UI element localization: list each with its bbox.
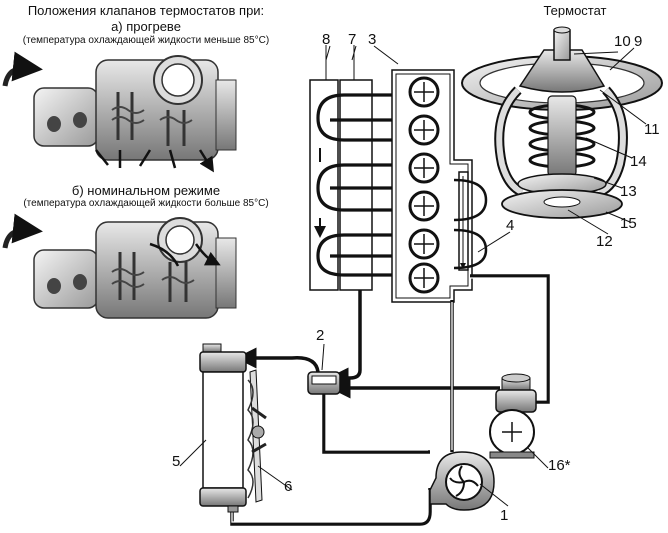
- mode-b-title: б) номинальном режиме: [71, 183, 221, 198]
- label-thermostat-valve: 2: [316, 327, 324, 344]
- radiator: [199, 343, 247, 513]
- label-th-10: 10: [614, 33, 631, 50]
- mode-a-note: (температура охлаждающей жидкости меньше…: [22, 35, 270, 46]
- label-radiator: 5: [172, 453, 180, 470]
- fan: [247, 369, 267, 503]
- label-th-15: 15: [620, 215, 637, 232]
- label-th-12: 12: [596, 233, 613, 250]
- coolant-piping: [230, 274, 550, 526]
- leader-lines: [179, 45, 647, 507]
- engine-block: [391, 69, 488, 303]
- label-pump: 1: [500, 507, 508, 524]
- label-engine-block: 3: [368, 31, 376, 48]
- label-heater: 16*: [548, 457, 571, 474]
- thermostat-cutaway: [461, 26, 663, 219]
- main-title: Положения клапанов термостатов при:: [27, 3, 265, 18]
- label-fan: 6: [284, 478, 292, 495]
- cylinder-row: [408, 76, 440, 294]
- thermostat-nominal-illustration: [2, 213, 237, 319]
- label-th-11: 11: [644, 121, 660, 138]
- thermostat-warmup-illustration: [2, 51, 237, 168]
- thermostat-title: Термостат: [543, 3, 607, 18]
- label-radiator-tank: 8: [322, 31, 330, 48]
- radiator-tank-and-core: [309, 45, 392, 291]
- mode-b-note: (температура охлаждающей жидкости больше…: [23, 198, 269, 209]
- heater-unit: [489, 373, 537, 459]
- water-pump: [429, 451, 495, 511]
- mode-a-title: а) прогреве: [111, 19, 181, 34]
- label-radiator-core: 7: [348, 31, 356, 48]
- label-th-14: 14: [630, 153, 647, 170]
- thermostat-valve: [307, 371, 341, 395]
- number-labels: 8 7 3 4 2 5 6 1 16* 10 9 11 14 13 15 12: [172, 31, 660, 524]
- label-th-13: 13: [620, 183, 637, 200]
- label-th-9: 9: [634, 33, 642, 50]
- label-thermostat-housing: 4: [506, 217, 514, 234]
